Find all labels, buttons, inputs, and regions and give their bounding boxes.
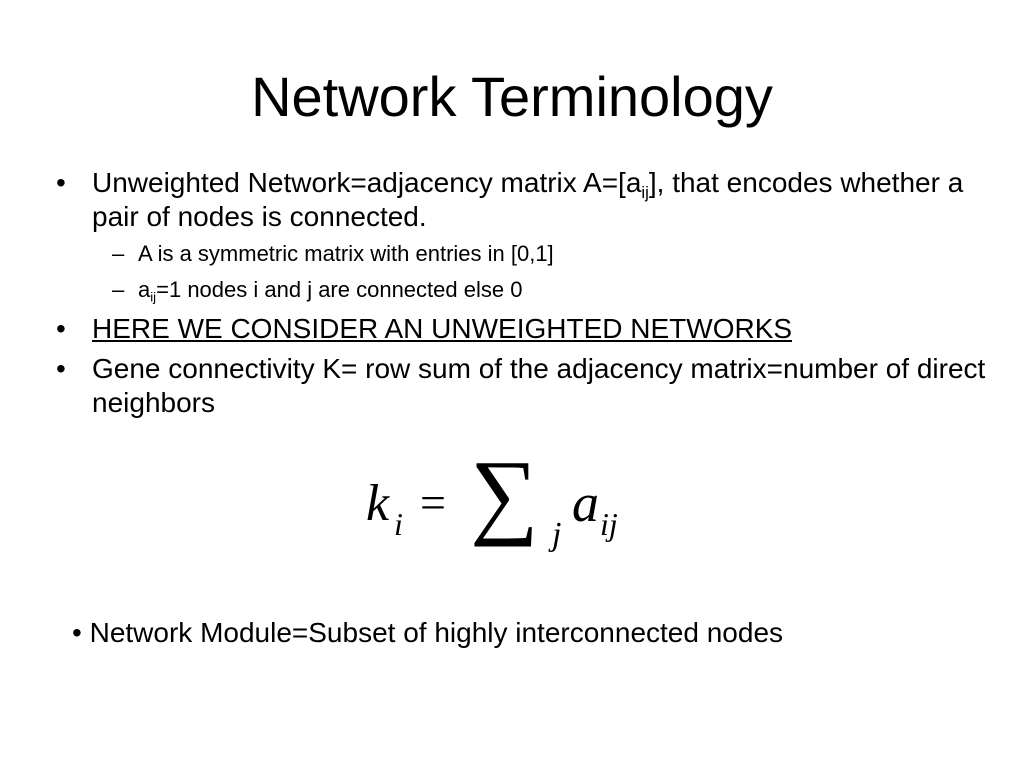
bullet-gene-connectivity: • Gene connectivity K= row sum of the ad… xyxy=(56,352,986,420)
sub-bullet-symmetric: – A is a symmetric matrix with entries i… xyxy=(56,240,986,268)
subscript-ij: ij xyxy=(150,289,157,305)
bullet-text: Gene connectivity K= row sum of the adja… xyxy=(92,353,986,418)
slide-title: Network Terminology xyxy=(251,65,773,128)
formula-subscript-j: j xyxy=(552,516,562,553)
bullet-marker: • xyxy=(56,313,66,344)
dash-marker: – xyxy=(112,241,125,266)
bullet-unweighted-network: • Unweighted Network=adjacency matrix A=… xyxy=(56,166,986,234)
connectivity-formula: k i = ∑ j a ij xyxy=(366,446,666,572)
formula-equals: = xyxy=(420,477,446,528)
formula-a: a xyxy=(572,473,599,533)
sub-bullet-pre: a xyxy=(138,277,151,302)
dash-marker: – xyxy=(112,277,125,302)
bullet-marker: • xyxy=(72,617,82,648)
sub-bullet-post: =1 nodes i and j are connected else 0 xyxy=(156,277,523,302)
bullet-list: • Unweighted Network=adjacency matrix A=… xyxy=(56,166,986,426)
bullet-marker: • xyxy=(56,167,66,198)
sub-bullet-text: A is a symmetric matrix with entries in … xyxy=(138,241,554,266)
formula-subscript-ij: ij xyxy=(600,506,618,542)
bullet-text-underlined: HERE WE CONSIDER AN UNWEIGHTED NETWORKS xyxy=(92,313,793,344)
formula-sum-symbol: ∑ xyxy=(470,440,539,547)
bullet-unweighted-networks: • HERE WE CONSIDER AN UNWEIGHTED NETWORK… xyxy=(56,312,986,346)
formula-subscript-i: i xyxy=(394,506,403,542)
bullet-text-cont: ], that encodes whether a pair of nodes … xyxy=(92,167,964,232)
sub-bullet-aij: – aij=1 nodes i and j are connected else… xyxy=(56,276,986,304)
bullet-network-module: • Network Module=Subset of highly interc… xyxy=(72,616,783,650)
formula-k: k xyxy=(366,475,390,532)
subscript-ij: ij xyxy=(641,182,649,202)
bullet-marker: • xyxy=(56,353,66,384)
bullet-text: Network Module=Subset of highly intercon… xyxy=(89,617,784,648)
bullet-text: Unweighted Network=adjacency matrix A=[a xyxy=(92,167,642,198)
